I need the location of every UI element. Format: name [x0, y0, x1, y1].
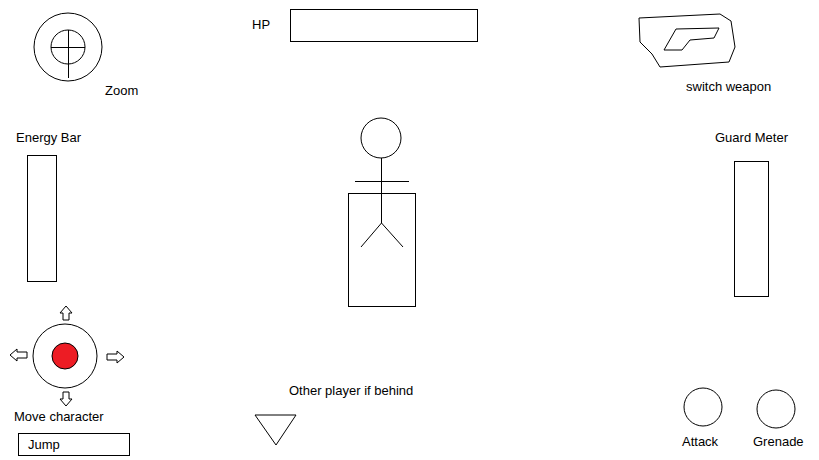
control-label: Jump [28, 437, 60, 452]
attack-button: Attack [680, 386, 728, 452]
control-label: HP [252, 17, 270, 32]
grenade-circle [757, 390, 795, 428]
hp-bar-frame [291, 10, 478, 42]
control-label: Grenade [753, 434, 804, 449]
energy-bar-frame [28, 156, 57, 282]
outline-line [68, 30, 69, 78]
hp-bar: HP [248, 6, 481, 44]
arrow-right [107, 351, 124, 363]
control-label: Move character [14, 409, 104, 424]
behind-indicator: Other player if behind [250, 380, 430, 450]
character-body [381, 158, 382, 223]
control-label: switch weapon [686, 79, 771, 94]
energy-bar: Energy Bar [12, 128, 87, 285]
arrow-left [10, 349, 27, 361]
joystick-knob [52, 343, 78, 369]
guard-meter-shape [710, 128, 794, 300]
jump-button: Jump [16, 431, 132, 457]
control-label: Zoom [105, 83, 138, 98]
arrow-up [60, 306, 72, 320]
jump-button-frame [19, 434, 130, 456]
switch-weapon-button: switch weapon [636, 10, 782, 98]
energy-bar-shape [12, 128, 87, 285]
move-joystick-shape [8, 304, 132, 426]
control-label: Other player if behind [289, 383, 413, 398]
control-label: Attack [682, 434, 718, 449]
weapon-outline [639, 14, 735, 67]
zoom-button: Zoom [30, 10, 146, 102]
joystick-ring [33, 324, 97, 388]
control-label: Guard Meter [715, 130, 788, 145]
zoom-outer-circle [34, 13, 102, 81]
character-head [361, 118, 401, 158]
hp-bar-shape [248, 6, 481, 44]
guard-meter: Guard Meter [710, 128, 794, 300]
guard-meter-frame [735, 162, 769, 297]
control-label: Energy Bar [16, 130, 81, 145]
arrow-down [60, 392, 72, 406]
move-joystick: Move character [8, 304, 132, 426]
grenade-button: Grenade [752, 388, 814, 452]
behind-triangle [255, 415, 296, 445]
gun-icon [664, 28, 719, 50]
character-legs [361, 223, 403, 247]
attack-circle [684, 388, 722, 426]
